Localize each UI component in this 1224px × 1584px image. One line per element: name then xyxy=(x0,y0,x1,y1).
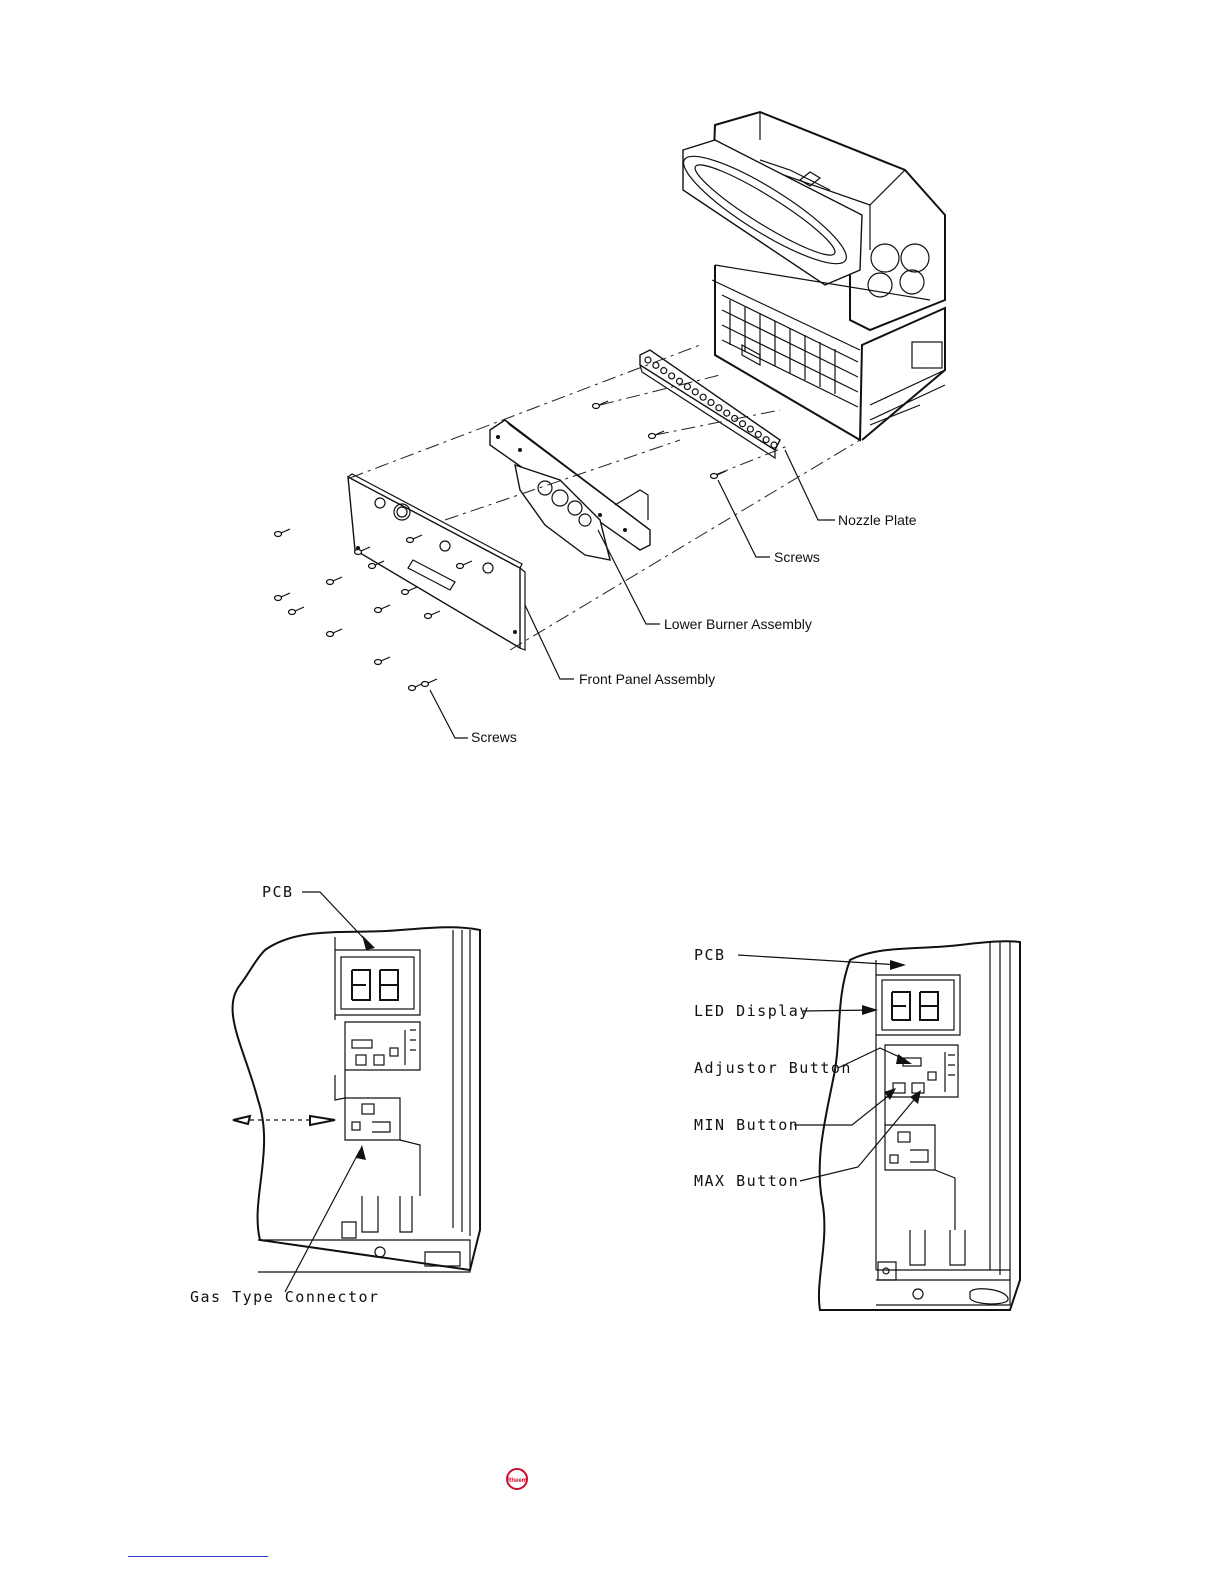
rheem-logo: Rheem xyxy=(507,1469,527,1489)
footer-link[interactable] xyxy=(128,1556,268,1557)
rheem-logo-text: Rheem xyxy=(507,1478,527,1484)
